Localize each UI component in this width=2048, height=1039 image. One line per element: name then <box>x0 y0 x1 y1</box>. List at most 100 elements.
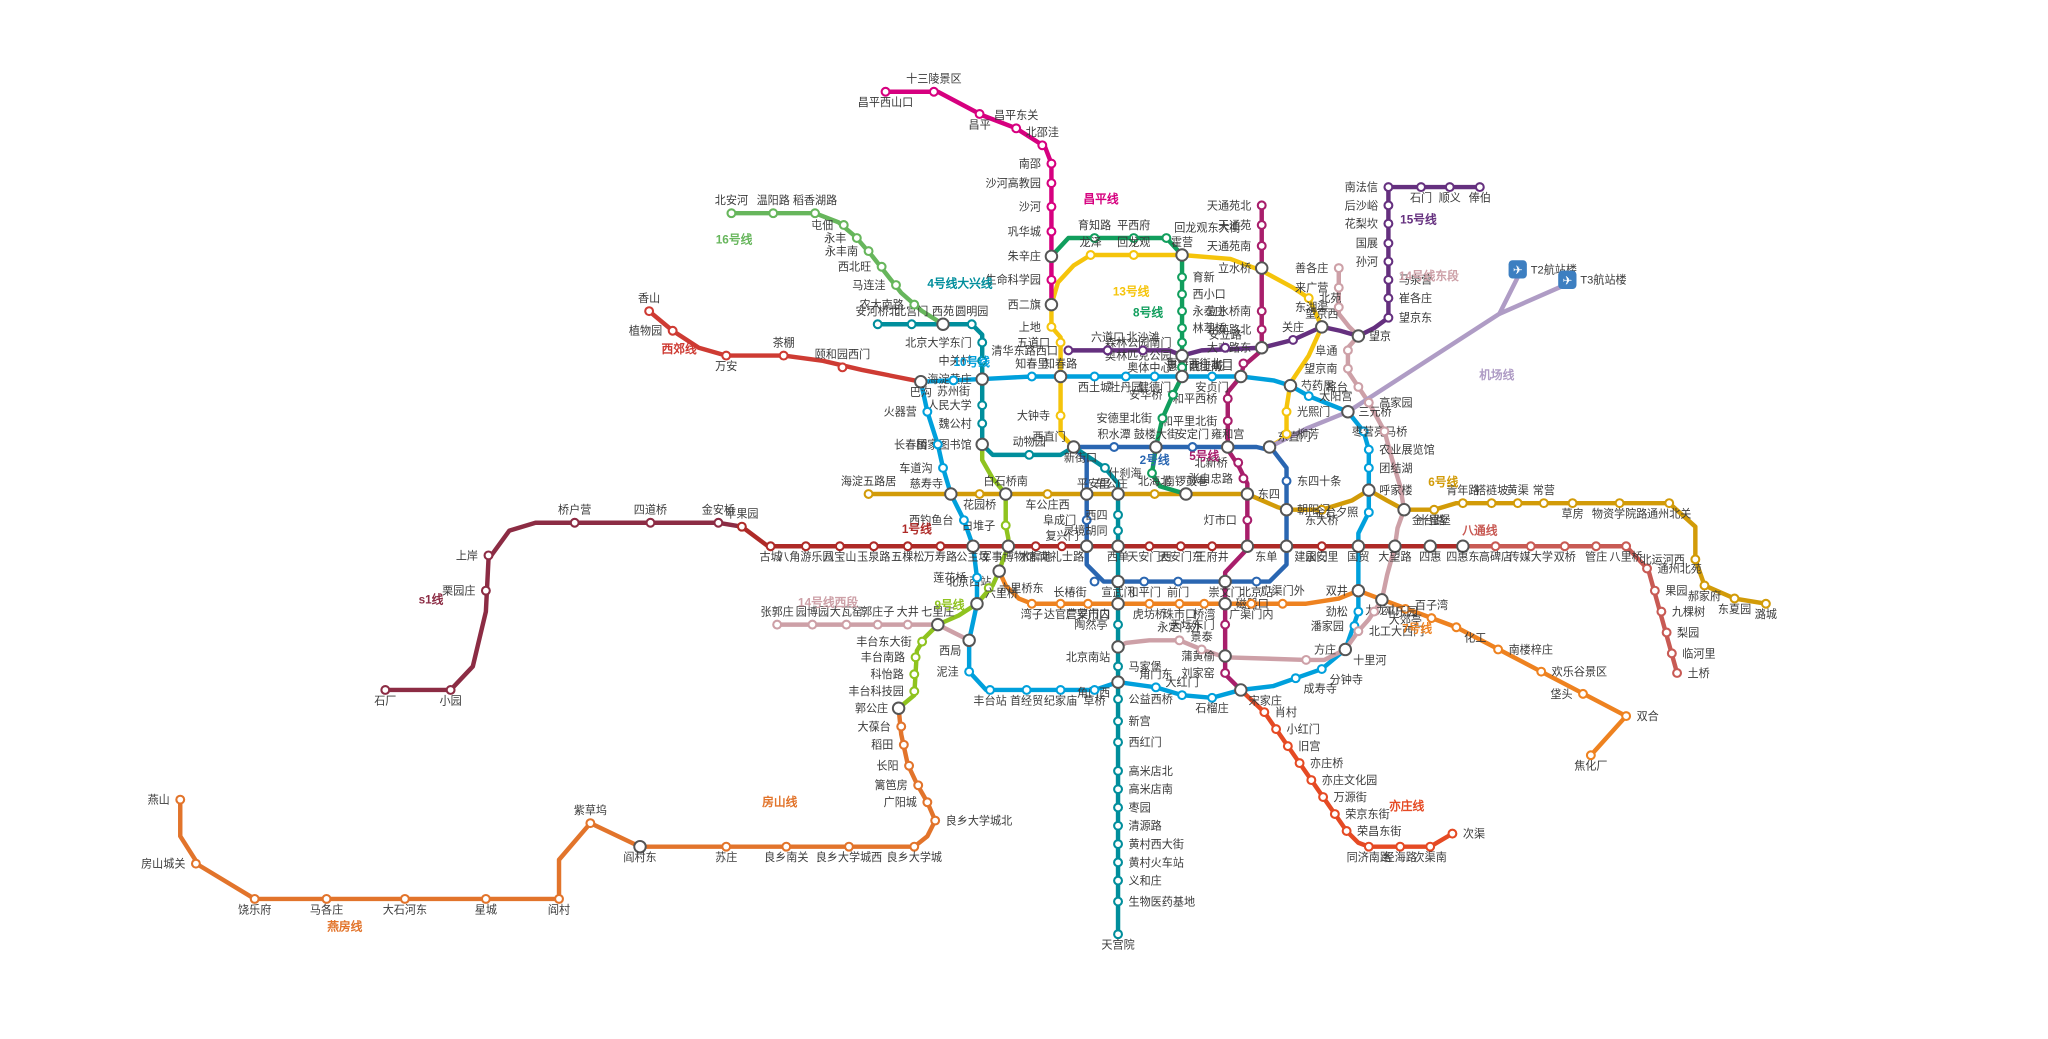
station-dot[interactable] <box>977 337 988 348</box>
transfer-station-dot[interactable] <box>975 372 989 386</box>
station-dot[interactable] <box>644 306 655 317</box>
transfer-station-dot[interactable] <box>914 374 928 389</box>
station-dot[interactable] <box>1242 515 1253 526</box>
station-dot[interactable] <box>1161 233 1172 243</box>
station-dot[interactable] <box>935 541 946 552</box>
transfer-station-dot[interactable] <box>1111 597 1125 611</box>
station-dot[interactable] <box>1220 342 1231 353</box>
station-dot[interactable] <box>321 893 332 904</box>
station-dot[interactable] <box>1341 826 1352 836</box>
transfer-station-dot[interactable] <box>1234 683 1248 697</box>
station-dot[interactable] <box>1259 707 1270 718</box>
station-dot[interactable] <box>1486 498 1497 509</box>
station-dot[interactable] <box>726 208 737 219</box>
station-dot[interactable] <box>1055 684 1066 695</box>
station-dot[interactable] <box>1536 666 1547 677</box>
station-dot[interactable] <box>1238 358 1249 369</box>
station-dot[interactable] <box>1109 442 1120 452</box>
station-dot[interactable] <box>1220 619 1231 630</box>
station-dot[interactable] <box>1363 507 1374 518</box>
station-dot[interactable] <box>1175 541 1186 552</box>
station-dot[interactable] <box>1358 426 1369 437</box>
station-dot[interactable] <box>1383 293 1394 304</box>
station-dot[interactable] <box>1400 604 1411 614</box>
station-dot[interactable] <box>1383 218 1394 229</box>
station-dot[interactable] <box>1120 371 1131 382</box>
station-dot[interactable] <box>1113 784 1124 795</box>
station-dot[interactable] <box>1256 200 1267 211</box>
station-dot[interactable] <box>1011 123 1022 134</box>
station-dot[interactable] <box>1559 541 1570 552</box>
station-dot[interactable] <box>1493 644 1504 655</box>
station-dot[interactable] <box>1207 692 1218 703</box>
station-dot[interactable] <box>1113 896 1124 907</box>
station-dot[interactable] <box>1316 504 1327 515</box>
station-dot[interactable] <box>772 619 783 630</box>
transfer-station-dot[interactable] <box>1111 675 1125 689</box>
station-dot[interactable] <box>483 550 494 561</box>
station-dot[interactable] <box>1089 233 1100 243</box>
station-dot[interactable] <box>1383 256 1394 267</box>
transfer-station-dot[interactable] <box>992 564 1006 578</box>
station-dot[interactable] <box>1024 449 1035 460</box>
station-dot[interactable] <box>1282 741 1293 752</box>
station-dot[interactable] <box>1021 684 1032 695</box>
station-dot[interactable] <box>938 462 948 473</box>
station-dot[interactable] <box>1457 498 1468 509</box>
station-dot[interactable] <box>645 517 656 528</box>
station-dot[interactable] <box>1614 498 1625 509</box>
station-dot[interactable] <box>721 841 732 852</box>
station-dot[interactable] <box>1089 371 1100 382</box>
station-dot[interactable] <box>1085 250 1096 260</box>
station-dot[interactable] <box>1664 498 1675 509</box>
station-dot[interactable] <box>1196 644 1207 655</box>
station-dot[interactable] <box>1177 272 1188 283</box>
station-dot[interactable] <box>1081 515 1092 526</box>
station-dot[interactable] <box>1113 694 1124 705</box>
station-dot[interactable] <box>1621 541 1632 552</box>
station-dot[interactable] <box>1256 324 1267 335</box>
station-dot[interactable] <box>721 350 732 361</box>
station-dot[interactable] <box>977 355 988 366</box>
station-dot[interactable] <box>1222 415 1233 426</box>
station-dot[interactable] <box>1271 724 1282 735</box>
station-dot[interactable] <box>851 233 862 243</box>
station-dot[interactable] <box>974 108 985 119</box>
station-dot[interactable] <box>1177 690 1188 701</box>
transfer-station-dot[interactable] <box>1079 487 1094 501</box>
station-dot[interactable] <box>807 619 818 630</box>
station-dot[interactable] <box>1474 182 1485 193</box>
station-dot[interactable] <box>948 375 959 386</box>
station-dot[interactable] <box>1525 541 1536 552</box>
station-dot[interactable] <box>922 797 933 808</box>
transfer-station-dot[interactable] <box>1283 378 1298 393</box>
station-dot[interactable] <box>872 319 883 330</box>
station-dot[interactable] <box>1429 504 1440 515</box>
transfer-station-dot[interactable] <box>1397 502 1411 517</box>
station-dot[interactable] <box>585 818 596 829</box>
station-dot[interactable] <box>1303 391 1314 402</box>
station-dot[interactable] <box>1567 498 1578 509</box>
station-dot[interactable] <box>1046 178 1057 189</box>
station-dot[interactable] <box>1113 765 1124 776</box>
station-dot[interactable] <box>1149 489 1160 499</box>
transfer-station-dot[interactable] <box>936 317 950 331</box>
station-dot[interactable] <box>1083 598 1093 609</box>
station-dot[interactable] <box>1383 274 1394 285</box>
transfer-station-dot[interactable] <box>1388 539 1402 554</box>
station-dot[interactable] <box>1353 381 1364 392</box>
transfer-station-dot[interactable] <box>891 701 906 715</box>
station-dot[interactable] <box>1512 498 1523 509</box>
station-dot[interactable] <box>1149 371 1160 382</box>
station-dot[interactable] <box>1055 410 1066 421</box>
station-dot[interactable] <box>1113 525 1124 536</box>
station-dot[interactable] <box>1113 661 1124 672</box>
station-dot[interactable] <box>736 521 747 532</box>
station-dot[interactable] <box>1055 337 1066 348</box>
station-dot[interactable] <box>838 220 849 230</box>
transfer-station-dot[interactable] <box>1351 539 1366 554</box>
station-dot[interactable] <box>1288 334 1299 345</box>
station-dot[interactable] <box>445 684 456 695</box>
station-dot[interactable] <box>713 517 724 528</box>
station-dot[interactable] <box>1157 413 1168 424</box>
